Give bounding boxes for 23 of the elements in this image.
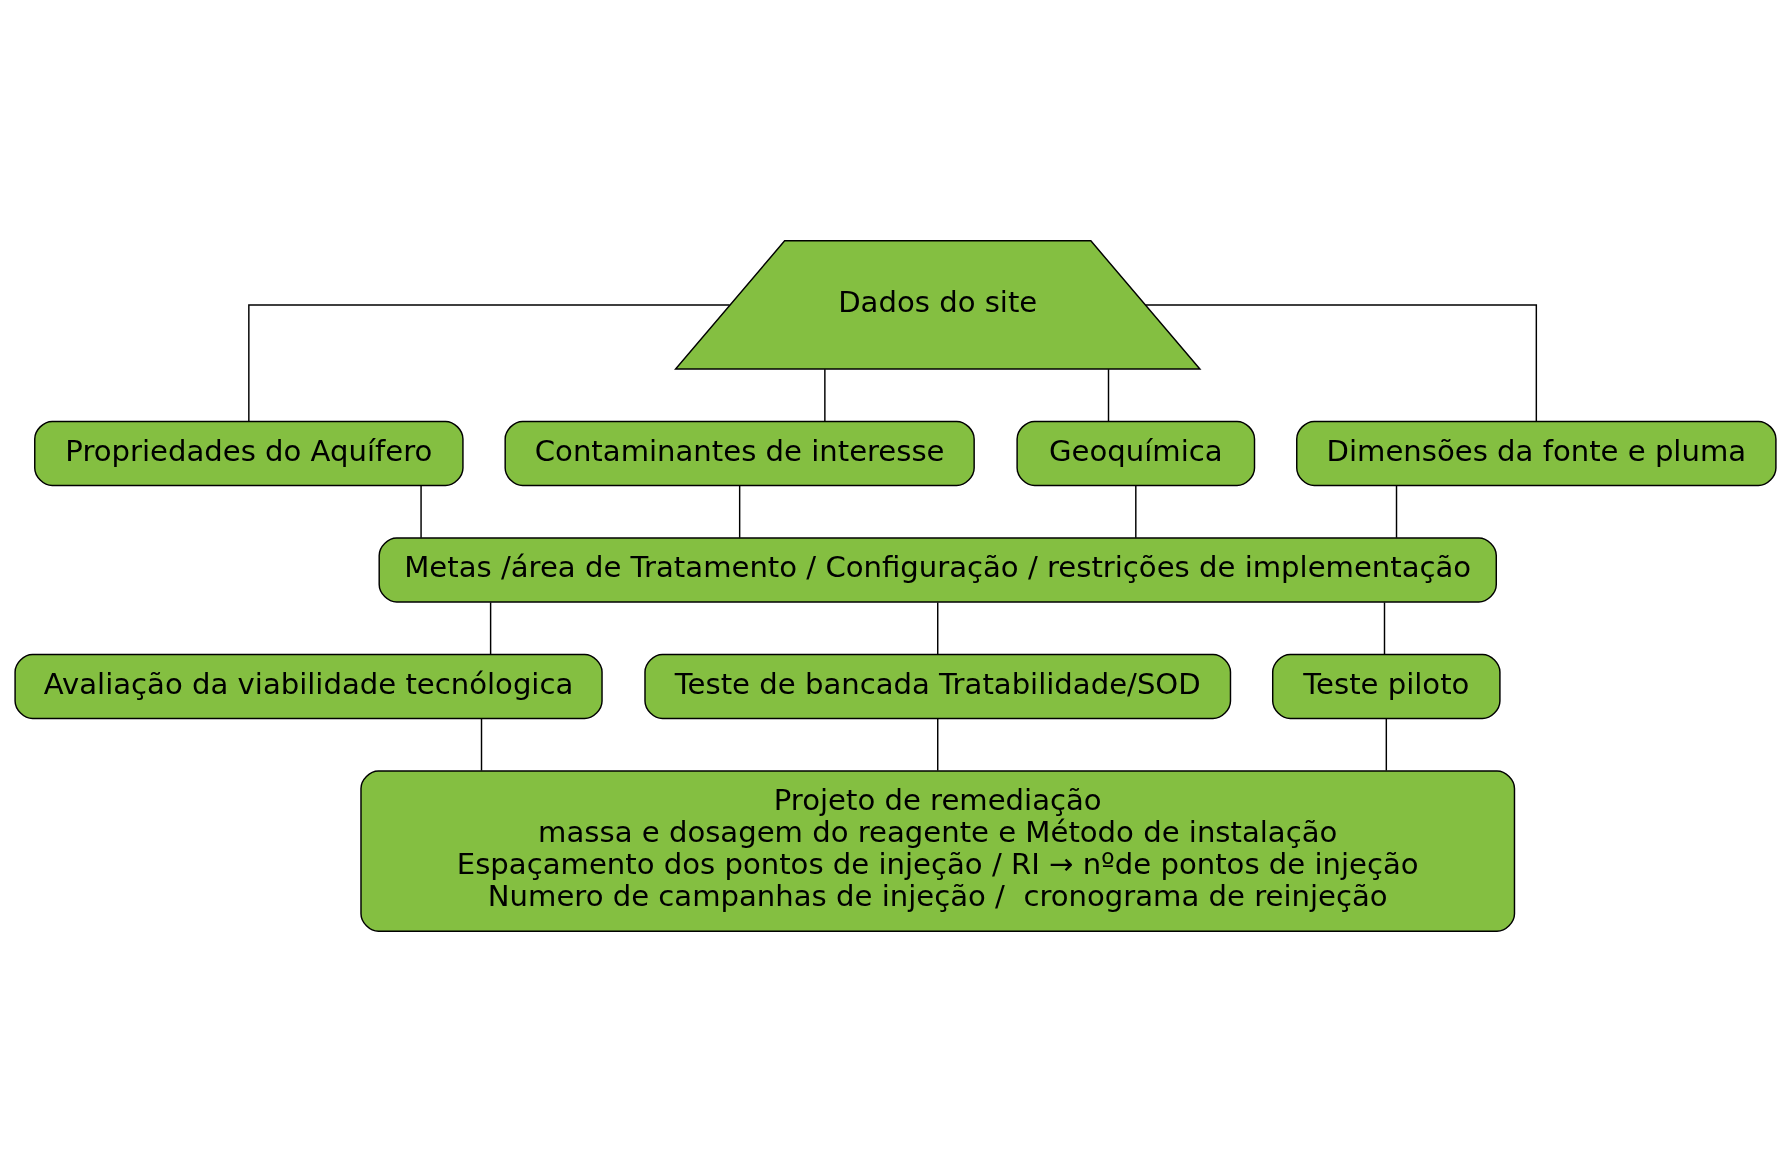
- node-box: Dimensões da fonte e pluma: [1296, 420, 1777, 487]
- node-box: Contaminantes de interesse: [504, 420, 975, 487]
- connector: [1383, 601, 1386, 655]
- node-box: Propriedades do Aquífero: [34, 420, 464, 487]
- connector: [1385, 717, 1388, 772]
- connector: [489, 601, 492, 655]
- connector: [738, 485, 741, 539]
- connector: [420, 485, 422, 539]
- connector: [1135, 485, 1137, 539]
- node-box: Projeto de remediação massa e dosagem do reagente e Método de instalação Espaçamento dos pontos de injeção / RI → nºde pontos de injeção Numero de campanhas de injeção / cronograma de reinjeção: [360, 770, 1516, 932]
- connector: [1107, 368, 1110, 423]
- connector: [937, 601, 939, 655]
- connector: [937, 717, 939, 772]
- node-box: Metas /área de Tratamento / Configuração / restrições de implementação: [378, 537, 1497, 603]
- connector: [1144, 304, 1538, 422]
- node-box: Teste piloto: [1272, 653, 1501, 720]
- connector: [824, 368, 826, 423]
- node-box: Teste de bancada Tratabilidade/SOD: [644, 653, 1232, 720]
- connector: [248, 304, 731, 422]
- node-box: Geoquímica: [1016, 420, 1256, 487]
- connector: [1395, 485, 1398, 539]
- connector: [480, 717, 483, 772]
- node-box: Avaliação da viabilidade tecnólogica: [14, 653, 603, 720]
